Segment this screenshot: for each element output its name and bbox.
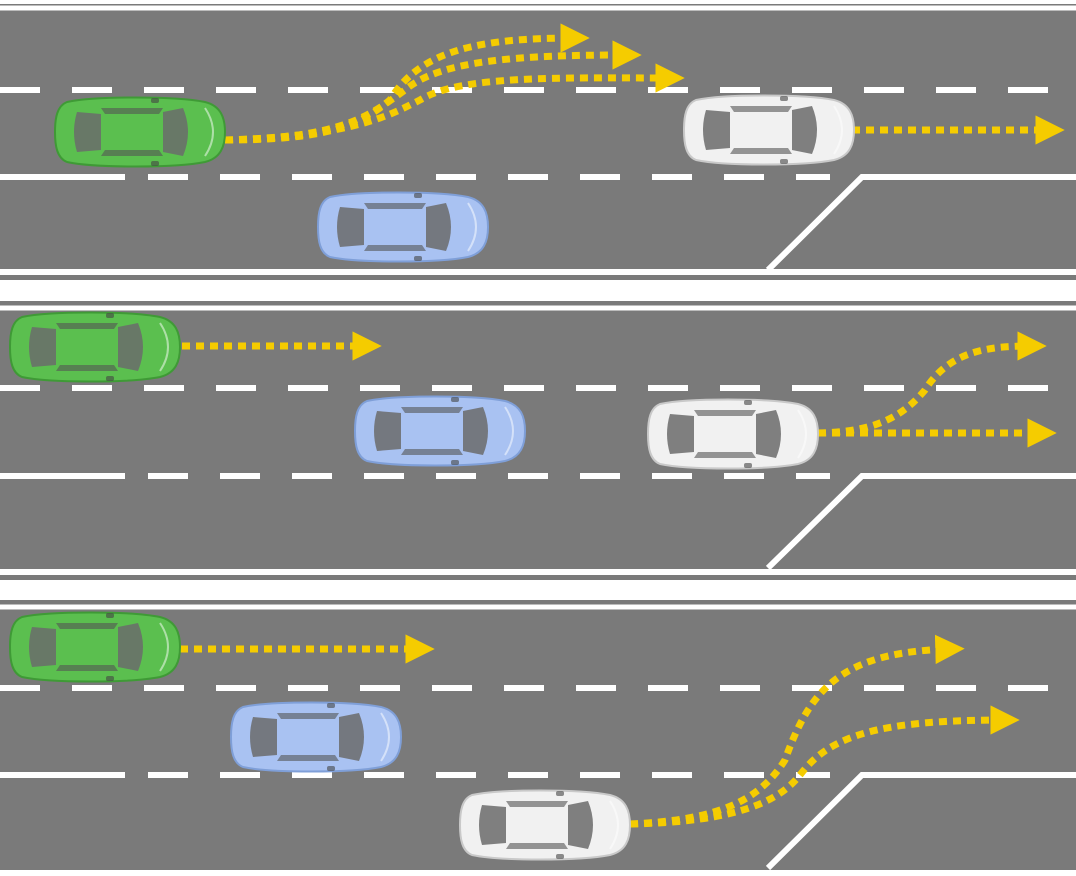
trajectory-arrows	[224, 23, 1065, 145]
side-car	[354, 395, 526, 467]
merge-gore-line	[765, 473, 1076, 571]
panel-scenario-3	[0, 600, 1076, 871]
merging-car	[459, 789, 631, 861]
ego-car	[9, 611, 181, 683]
trajectory-merging-lane-change-2	[629, 705, 1020, 828]
ego-car	[54, 96, 226, 168]
merge-gore-line	[765, 772, 1076, 871]
lead-car	[683, 94, 855, 166]
trajectory-ego-lane-change-3	[224, 63, 685, 144]
side-car	[317, 191, 489, 263]
ego-car	[9, 311, 181, 383]
trajectory-arrows	[182, 331, 1057, 448]
trajectory-arrows	[180, 634, 1020, 828]
merge-gore-line	[765, 174, 1076, 273]
panel-scenario-1	[0, 4, 1076, 280]
side-car	[230, 701, 402, 773]
panel-scenario-2	[0, 301, 1076, 580]
trajectory-lead-lane-change	[817, 331, 1047, 437]
trajectory-merging-lane-change-1	[629, 634, 965, 828]
lead-car	[647, 398, 819, 470]
